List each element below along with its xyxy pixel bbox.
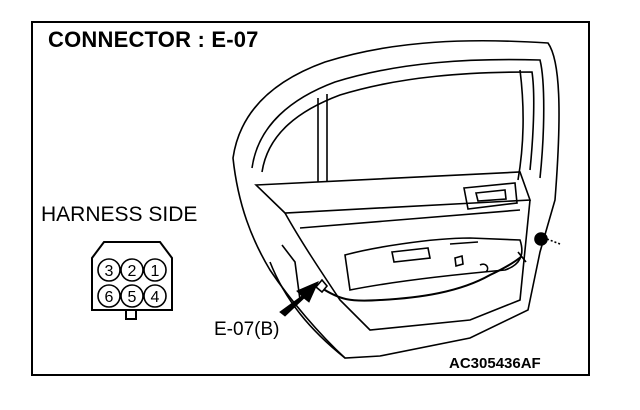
svg-text:6: 6 (105, 289, 114, 306)
connector-callout-label: E-07(B) (214, 319, 280, 340)
pin-6: 6 (97, 284, 121, 308)
pin-1: 1 (143, 258, 167, 282)
harness-side-label: HARNESS SIDE (41, 203, 198, 226)
svg-text:3: 3 (105, 263, 114, 280)
svg-text:5: 5 (128, 289, 137, 306)
pin-5: 5 (120, 284, 144, 308)
rear-door (232, 39, 561, 359)
connector-title: CONNECTOR : E-07 (48, 27, 259, 52)
figure-code: AC305436AF (449, 355, 541, 372)
svg-text:1: 1 (151, 263, 160, 280)
pin-4: 4 (143, 284, 167, 308)
pin-3: 3 (97, 258, 121, 282)
svg-text:4: 4 (151, 289, 160, 306)
pin-2: 2 (120, 258, 144, 282)
connector-face: 3 2 1 6 5 4 (91, 241, 173, 320)
connector-e07b-callout (279, 278, 329, 317)
svg-text:2: 2 (128, 263, 137, 280)
diagram-frame (31, 21, 590, 376)
